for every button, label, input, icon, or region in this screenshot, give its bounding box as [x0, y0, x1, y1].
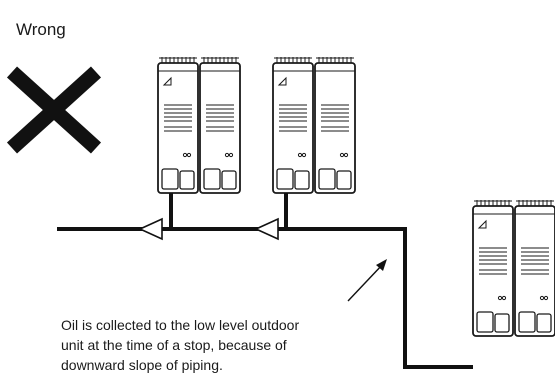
x-mark-icon: [6, 66, 102, 154]
outdoor-unit-1: [158, 57, 240, 193]
note-line: unit at the time of a stop, because of: [61, 337, 287, 353]
explanation-note: Oil is collected to the low level outdoo…: [61, 315, 381, 375]
note-line: Oil is collected to the low level outdoo…: [61, 317, 300, 333]
main-pipe: [57, 193, 473, 369]
diagram-title: Wrong: [16, 20, 66, 39]
outdoor-unit-2: [273, 57, 355, 193]
arrow-icon: [347, 259, 387, 302]
note-line: downward slope of piping.: [61, 357, 223, 373]
check-valve-icon: [254, 217, 279, 241]
check-valve-icon: [138, 217, 163, 241]
outdoor-unit-low: [473, 200, 555, 336]
